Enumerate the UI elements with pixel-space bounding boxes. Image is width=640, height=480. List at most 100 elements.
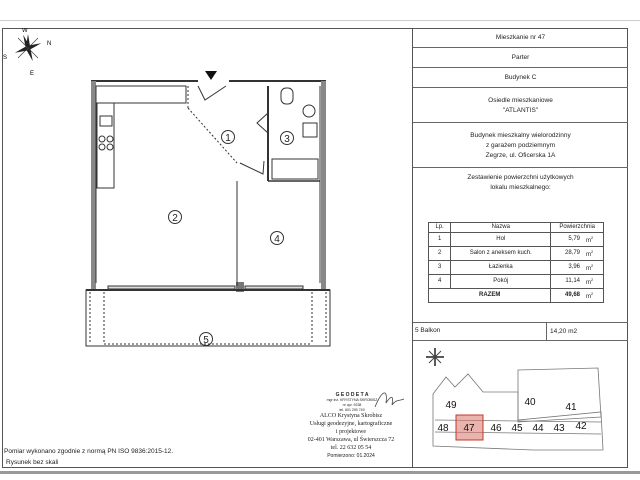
top-rule [0, 20, 640, 21]
header-lp: Lp. [427, 222, 452, 233]
bathroom-door [256, 112, 269, 134]
room-door [239, 160, 265, 175]
unit-48: 48 [437, 423, 449, 434]
summary-line1: Zestawienie powierzchni użytkowych [467, 174, 574, 181]
bottom-rule [0, 471, 640, 474]
area-summary: Zestawienie powierzchni użytkowych lokal… [413, 168, 628, 323]
unit-44: 44 [532, 423, 544, 434]
balcony-outline [85, 289, 331, 347]
compass-e: E [30, 71, 34, 77]
total-unit: m2 [583, 288, 604, 303]
row-name: Pokój [450, 274, 552, 289]
svg-text:4: 4 [274, 234, 280, 245]
apartment-text: Mieszkanie nr 47 [495, 34, 546, 41]
compass-n: N [47, 41, 51, 47]
services-line1: Usługi geodezyjne, kartograficzne [309, 421, 393, 427]
services-line2: i projektowe [335, 429, 367, 435]
row-name: Hol [450, 232, 552, 247]
title-block: Mieszkanie nr 47 Parter Budynek C Osiedl… [412, 28, 628, 468]
row-unit: m2 [583, 274, 604, 289]
unit-47: 47 [463, 423, 475, 434]
balcony-area: 14,20 m2 [546, 323, 577, 341]
row-area: 3,96 [550, 260, 583, 275]
row-area: 28,79 [550, 246, 583, 261]
total-area: 49,68 [550, 288, 583, 303]
unit-46: 46 [490, 423, 502, 434]
washer-icon [302, 122, 318, 138]
row-name: Salon z aneksem kuch. [450, 246, 552, 261]
stamp-title: G E O D E T A [335, 392, 369, 398]
window-salon [107, 285, 236, 290]
balcony-row: 5 Balkon 14,20 m2 [413, 323, 628, 341]
kitchen-units [96, 102, 115, 189]
highlighted-unit [455, 414, 484, 441]
map-compass-icon [426, 348, 444, 366]
compass-w: W [22, 28, 28, 34]
unit-49: 49 [445, 400, 457, 411]
row-unit: m2 [583, 246, 604, 261]
company-name: ALCO Krystyna Skrobisz [319, 413, 383, 419]
company-stamp: ALCO Krystyna Skrobisz Usługi geodezyjne… [290, 412, 412, 460]
room-label-2: 2 [168, 210, 182, 224]
table-header: Lp. Nazwa Powierzchnia [427, 222, 604, 233]
row-area: 11,14 [550, 274, 583, 289]
signature [374, 392, 405, 408]
room-label-1: 1 [221, 130, 235, 144]
sheet-frame [2, 28, 628, 468]
svg-text:5: 5 [203, 335, 209, 346]
unit-40: 40 [524, 397, 536, 408]
wall-west [91, 81, 96, 291]
row-area: 5,79 [550, 232, 583, 247]
compass-s: S [3, 55, 7, 61]
row-no: 4 [427, 274, 452, 289]
unit-45: 45 [511, 423, 523, 434]
header-area: Powierzchnia [550, 222, 604, 233]
stamp-tel: tel. 601 290 749 [339, 408, 365, 412]
scale-note: Rysunek bez skali [6, 459, 59, 466]
compass-icon: N S E W [3, 28, 51, 77]
entrance-door [197, 85, 227, 101]
summary-line2: lokalu mieszkalnego: [490, 184, 551, 191]
svg-text:1: 1 [225, 133, 231, 144]
room-label-3: 3 [280, 131, 294, 145]
estate-line1: Osiedle mieszkaniowe [488, 96, 553, 104]
building-text: Budynek C [504, 74, 537, 81]
unit-42: 42 [575, 421, 587, 432]
row-no: 3 [427, 260, 452, 275]
floor-text: Parter [511, 54, 530, 61]
sink-icon [302, 104, 316, 118]
toilet-icon [280, 87, 294, 105]
svg-text:2: 2 [172, 213, 178, 224]
desc-line1: Budynek mieszkalny wielorodzinny [470, 131, 571, 139]
unit-43: 43 [553, 423, 565, 434]
floor-plan: N S E W [3, 28, 331, 347]
row-name: Łazienka [450, 260, 552, 275]
building-description: Budynek mieszkalny wielorodzinny z garaż… [413, 123, 628, 168]
header-name: Nazwa [450, 222, 552, 233]
surveyor-stamp: G E O D E T A mgr inż. KRYSTYNA SKROBISZ… [312, 393, 392, 413]
apartment-number: Mieszkanie nr 47 [413, 28, 628, 48]
norm-note: Pomiar wykonano zgodnie z normą PN ISO 9… [4, 448, 174, 455]
kitchen-counter [95, 85, 187, 104]
bathtub-icon [271, 158, 319, 180]
desc-line2: z garażem podziemnym [486, 141, 555, 149]
room-label-4: 4 [270, 231, 284, 245]
wall-east [321, 81, 326, 291]
stamp-reg: nr upr. 9238 [342, 403, 362, 407]
site-map: 49 40 41 48 47 46 45 44 43 42 [426, 348, 604, 451]
total-label: RAZEM [427, 288, 552, 303]
measured-date: Pomierzono: 01.2024 [327, 453, 375, 459]
estate-line2: "ATLANTIS" [502, 106, 539, 114]
entrance-arrow-icon [205, 71, 217, 80]
floor-level: Parter [413, 48, 628, 68]
building: Budynek C [413, 68, 628, 88]
row-no: 2 [427, 246, 452, 261]
stamp-name: mgr inż. KRYSTYNA SKROBISZ [326, 398, 378, 402]
row-unit: m2 [583, 232, 604, 247]
balcony-label: 5 Balkon [415, 327, 441, 334]
